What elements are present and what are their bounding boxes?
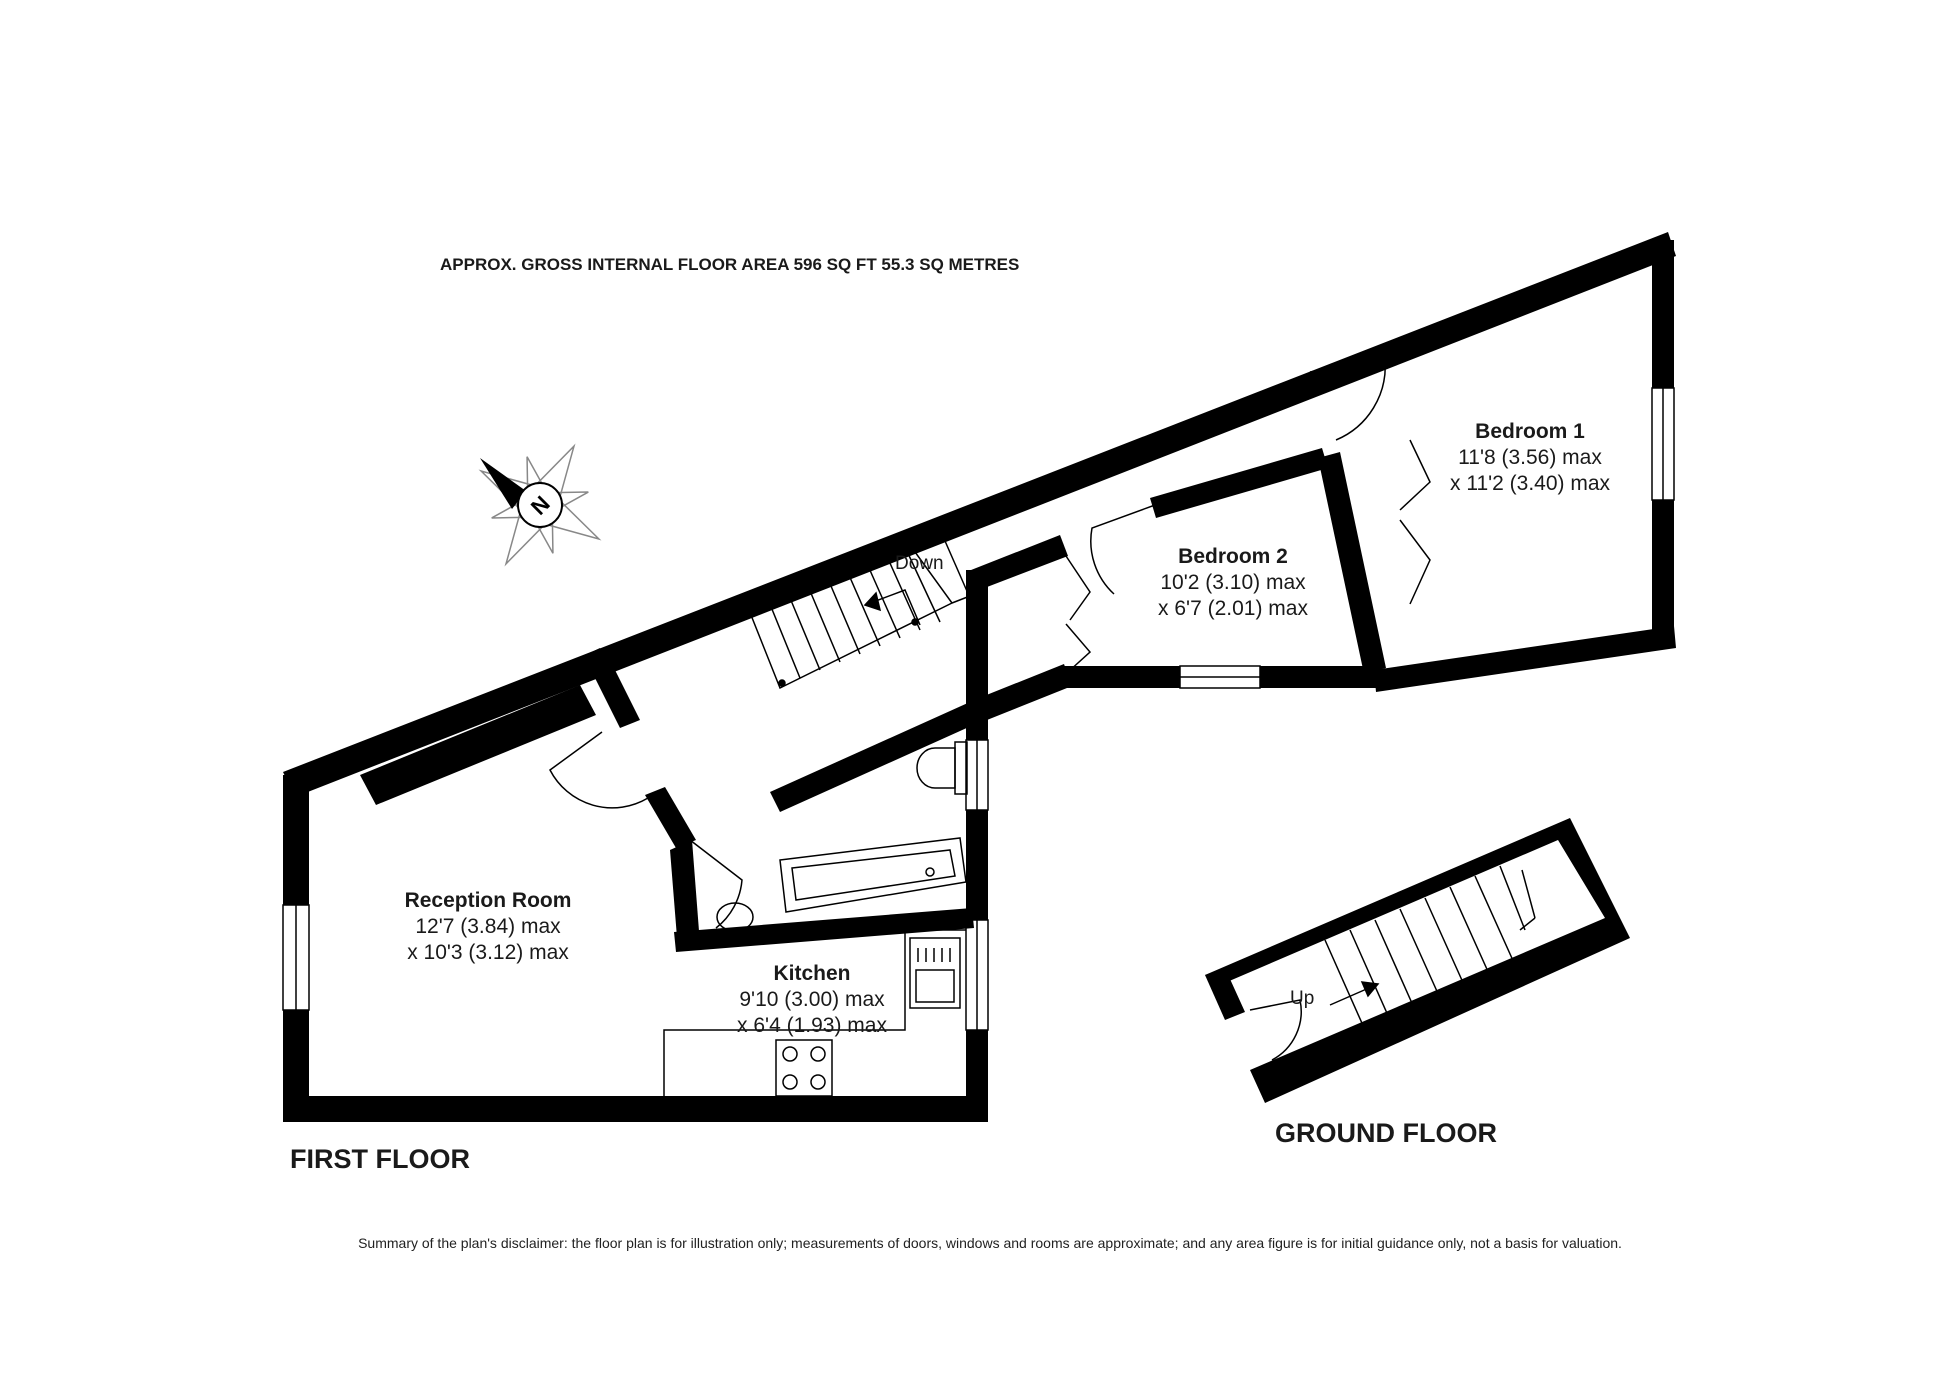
bathroom-east-wall (966, 720, 988, 740)
kitchen-dim2: x 6'4 (1.93) max (737, 1014, 887, 1037)
bedroom1-dim1: 11'8 (3.56) max (1458, 446, 1602, 469)
bedroom1-east-wall-upper (1652, 240, 1674, 388)
bedroom1-dim2: x 11'2 (3.40) max (1450, 472, 1611, 495)
bathroom-fixtures (716, 741, 968, 932)
ground-floor-entry-wall (1205, 968, 1245, 1020)
chimney-breast (360, 685, 596, 805)
closet-wall (974, 664, 1072, 722)
bedroom1-east-wall-lower (1652, 500, 1674, 642)
closet-door-right (1065, 623, 1092, 673)
wardrobe-door-2 (1399, 519, 1431, 605)
closet-door-left (1065, 555, 1091, 621)
kitchen-name: Kitchen (773, 962, 850, 985)
bedroom2-south-wall-left (1060, 666, 1180, 688)
compass-rose-icon: N (478, 443, 602, 567)
reception-west-wall-upper (283, 775, 309, 905)
windows (282, 387, 1675, 1031)
ground-floor-walls (1205, 818, 1630, 1103)
reception-dim1: 12'7 (3.84) max (415, 915, 561, 938)
bathtub-icon (779, 837, 967, 913)
bedroom2-dim1: 10'2 (3.10) max (1160, 571, 1306, 594)
reception-door-swing (549, 731, 649, 809)
bedroom1-west-wall (1318, 452, 1386, 674)
bedroom2-name: Bedroom 2 (1178, 545, 1288, 568)
bedroom1-door-swing (1309, 359, 1386, 441)
bathroom-north-wall (770, 702, 980, 812)
stairs-down-label: Down (895, 553, 944, 574)
disclaimer-summary: Summary of the plan's disclaimer: the fl… (358, 1235, 1622, 1251)
compass-north-pointer (480, 458, 526, 509)
reception-dim2: x 10'3 (3.12) max (407, 941, 569, 964)
bedroom2-west-wall (966, 570, 988, 720)
kitchen-dim1: 9'10 (3.00) max (739, 988, 885, 1011)
ground-floor-label: GROUND FLOOR (1275, 1118, 1497, 1148)
bedroom2-north-wall (1150, 448, 1328, 518)
corridor-wall (966, 535, 1068, 592)
bedroom2-dim2: x 6'7 (2.01) max (1158, 597, 1308, 620)
bedroom1-name: Bedroom 1 (1475, 420, 1585, 443)
hob-icon (775, 1039, 833, 1097)
toilet-icon (916, 747, 956, 789)
ground-floor-door-swing (1249, 999, 1302, 1061)
landing-partition-2 (645, 787, 696, 848)
doors (549, 359, 1431, 929)
bathroom-door-swing (689, 839, 743, 929)
bedroom2-door-swing (1090, 504, 1156, 595)
stairs-down (744, 511, 976, 690)
top-diagonal-wall (283, 232, 1676, 797)
kitchen-fixtures (663, 929, 966, 1097)
kitchen-east-wall-upper (966, 810, 988, 920)
first-floor-walls (283, 232, 1676, 1122)
reception-name: Reception Room (405, 889, 572, 912)
first-floor-label: FIRST FLOOR (290, 1144, 470, 1174)
gross-area-label: APPROX. GROSS INTERNAL FLOOR AREA 596 SQ… (440, 255, 1019, 274)
wardrobe-door-1 (1399, 439, 1431, 511)
first-floor-south-wall (283, 1096, 988, 1122)
bathroom-south-wall (674, 908, 974, 952)
bedroom1-south-wall (1374, 626, 1676, 692)
stairs-up-label: Up (1290, 988, 1314, 1009)
sink-icon (909, 937, 961, 1009)
kitchen-worktop (663, 929, 966, 1096)
stairs-up (1249, 865, 1536, 1061)
ground-floor (1205, 818, 1630, 1103)
bedroom2-south-wall-right (1260, 666, 1380, 688)
landing-north-wall (585, 648, 620, 697)
basin-icon (716, 902, 754, 932)
bathroom-west-wall (670, 840, 700, 950)
